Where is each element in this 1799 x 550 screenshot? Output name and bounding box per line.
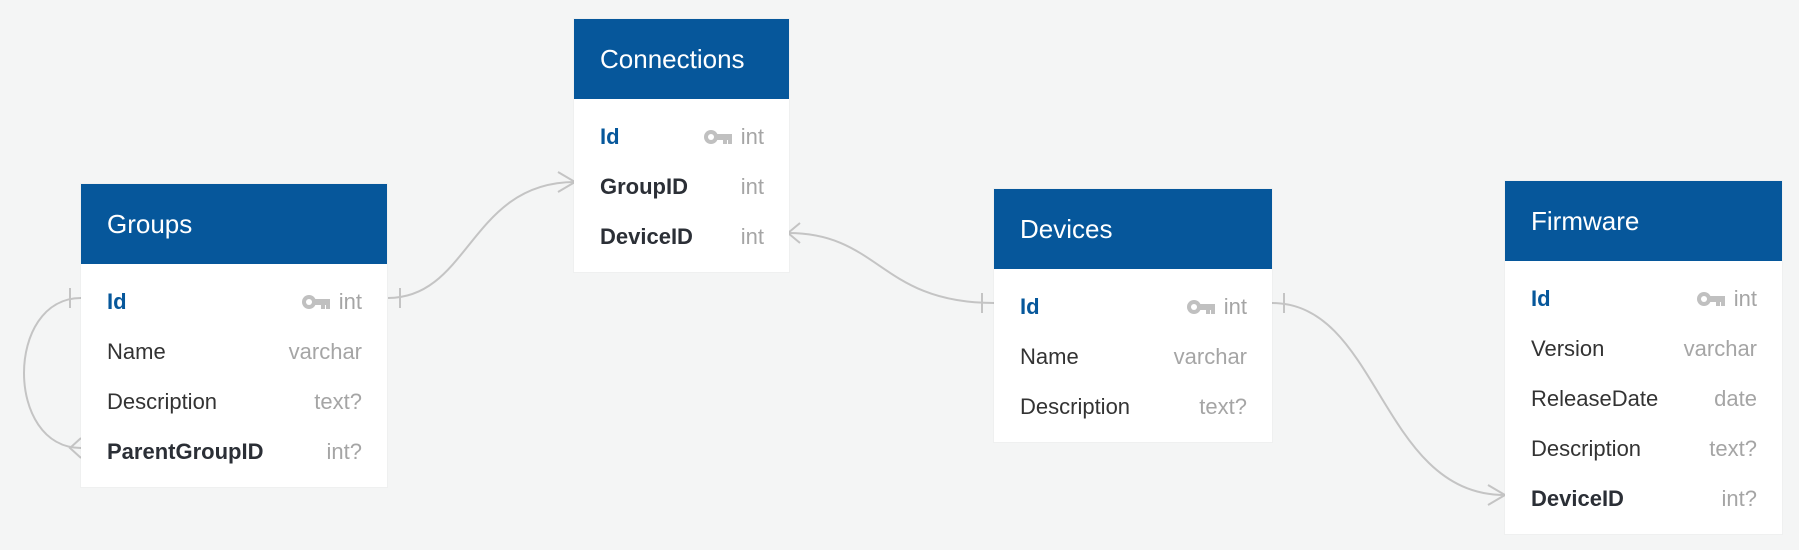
field-name: Id — [1531, 286, 1551, 311]
field-type: int — [740, 174, 764, 199]
field-row-id[interactable]: Id int — [574, 112, 789, 162]
field-type: int — [740, 124, 764, 149]
table-connections[interactable]: Connections Id int GroupID int — [574, 19, 789, 272]
field-row-name[interactable]: Name varchar — [81, 327, 387, 377]
field-row-deviceid[interactable]: DeviceID int — [574, 212, 789, 262]
field-type: date — [1714, 386, 1757, 411]
field-list: Id int Name varchar Description — [81, 264, 387, 487]
field-row-id[interactable]: Id int — [994, 282, 1272, 332]
relation-groups-self — [23, 297, 82, 449]
field-list: Id int Name varchar Description — [994, 269, 1272, 442]
field-type: int — [338, 289, 362, 314]
field-type: varchar — [288, 339, 362, 364]
table-header: Firmware — [1505, 181, 1782, 261]
key-icon — [1696, 292, 1725, 306]
field-name: Id — [600, 124, 620, 149]
field-name: ParentGroupID — [107, 439, 264, 464]
field-name: Description — [107, 389, 218, 414]
field-type: varchar — [1683, 336, 1757, 361]
field-row-parentgroupid[interactable]: ParentGroupID int? — [81, 427, 387, 477]
field-name: Version — [1531, 336, 1605, 361]
table-header: Devices — [994, 189, 1272, 269]
key-icon — [1186, 300, 1215, 314]
relation-devices-firmware — [1271, 302, 1506, 496]
field-type: text? — [314, 389, 362, 414]
field-row-groupid[interactable]: GroupID int — [574, 162, 789, 212]
field-type: int? — [326, 439, 362, 464]
field-name: Name — [1020, 344, 1079, 369]
field-list: Id int GroupID int DeviceID — [574, 99, 789, 272]
field-name: ReleaseDate — [1531, 386, 1659, 411]
key-icon — [703, 130, 732, 144]
field-type: text? — [1709, 436, 1757, 461]
field-row-name[interactable]: Name varchar — [994, 332, 1272, 382]
field-row-description[interactable]: Description text? — [81, 377, 387, 427]
field-name: Id — [1020, 294, 1040, 319]
relation-groups-connections — [387, 181, 576, 299]
table-firmware[interactable]: Firmware Id int Version varchar — [1505, 181, 1782, 534]
field-name: Description — [1531, 436, 1642, 461]
field-name: Description — [1020, 394, 1131, 419]
table-header: Connections — [574, 19, 789, 99]
field-row-id[interactable]: Id int — [1505, 274, 1782, 324]
field-type: text? — [1199, 394, 1247, 419]
field-list: Id int Version varchar ReleaseDat — [1505, 261, 1782, 534]
field-type: int — [740, 224, 764, 249]
field-type: varchar — [1173, 344, 1247, 369]
field-row-id[interactable]: Id int — [81, 277, 387, 327]
field-name: DeviceID — [1531, 486, 1624, 511]
table-groups[interactable]: Groups Id int Name varchar — [81, 184, 387, 487]
field-name: Id — [107, 289, 127, 314]
table-devices[interactable]: Devices Id int Name varchar — [994, 189, 1272, 442]
field-type: int — [1733, 286, 1757, 311]
key-icon — [301, 295, 330, 309]
table-header: Groups — [81, 184, 387, 264]
field-row-deviceid[interactable]: DeviceID int? — [1505, 474, 1782, 524]
field-type: int — [1223, 294, 1247, 319]
field-name: GroupID — [600, 174, 688, 199]
field-row-description[interactable]: Description text? — [994, 382, 1272, 432]
field-row-releasedate[interactable]: ReleaseDate date — [1505, 374, 1782, 424]
field-row-description[interactable]: Description text? — [1505, 424, 1782, 474]
field-type: int? — [1721, 486, 1757, 511]
many-marker — [787, 222, 801, 244]
field-name: Name — [107, 339, 166, 364]
relation-devices-connections — [787, 232, 995, 304]
many-marker — [68, 437, 82, 459]
field-row-version[interactable]: Version varchar — [1505, 324, 1782, 374]
field-name: DeviceID — [600, 224, 693, 249]
